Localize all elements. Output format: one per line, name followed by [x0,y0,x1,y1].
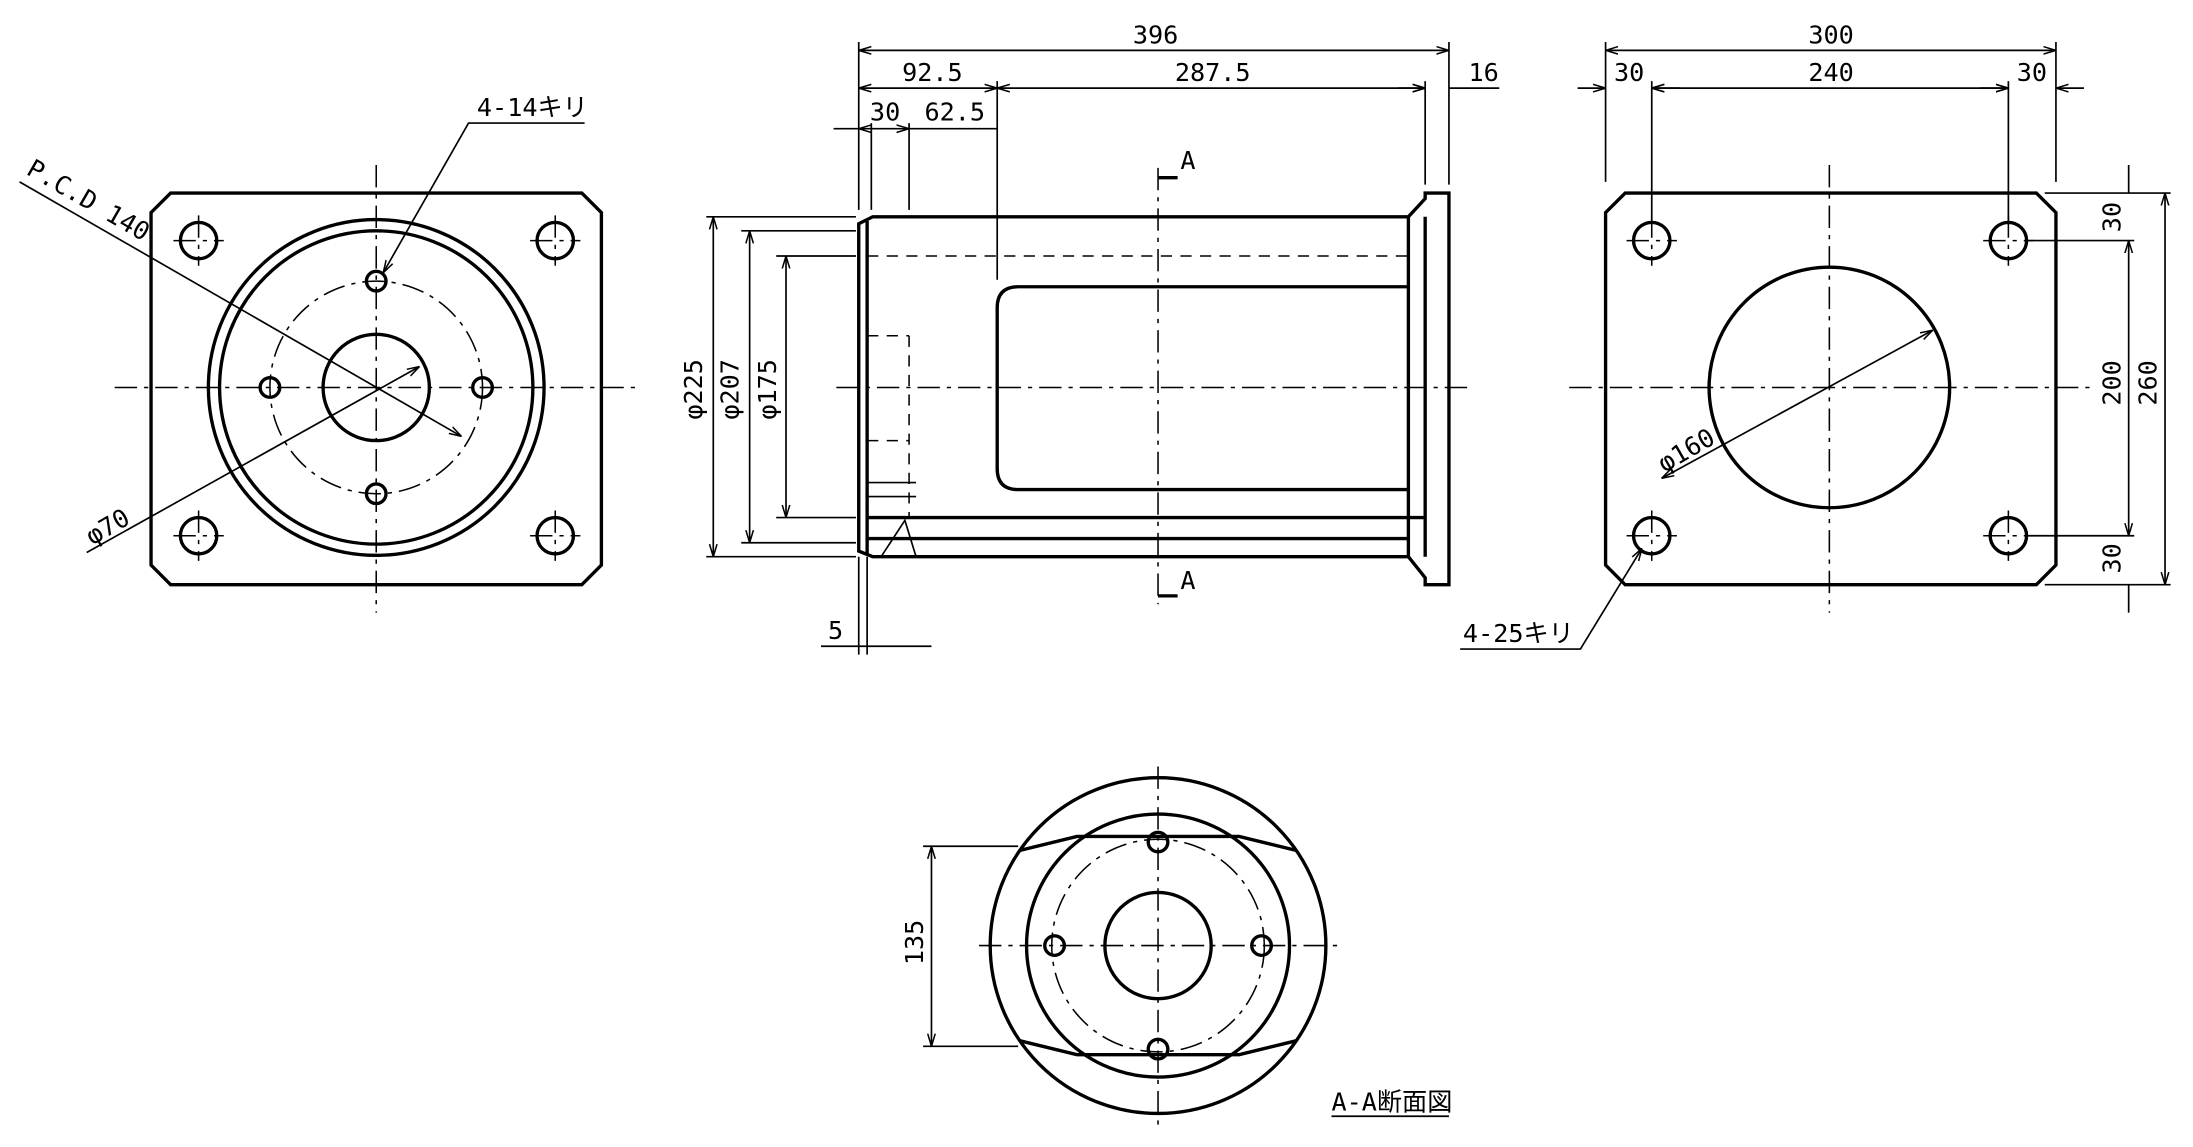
side-view: A A 396 92.5 287.5 16 30 62.5 5 φ225 φ20… [679,20,1500,655]
dim-rear-edge-left: 30 [1614,58,1644,87]
dim-diameter-outer: φ225 [679,359,708,420]
rear-view: 300 240 30 30 260 200 30 30 φ160 4-25キリ [1460,20,2171,650]
dim-rear-edge-top: 30 [2097,202,2126,232]
front-plate-outline [149,191,604,587]
dim-rear-width-total: 300 [1808,20,1853,49]
dim-wall-thickness: 30 [870,97,900,126]
rear-horizontal-dims [1577,41,2084,224]
section-mark-bottom: A [1180,566,1195,595]
dim-rear-edge-bottom: 30 [2097,543,2126,573]
dim-length-a: 92.5 [902,58,963,87]
rear-holes-note: 4-25キリ [1463,619,1574,648]
dim-diameter-mid: φ207 [715,359,744,420]
side-outline [857,191,1451,587]
front-corner-holes [173,215,581,561]
rear-holes-leader [1460,548,1642,650]
side-window [995,285,1409,492]
side-horizontal-dims [820,41,1500,655]
side-vertical-dims [706,215,856,558]
section-title: A-A断面図 [1331,1088,1452,1117]
front-holes-note: 4-14キリ [477,93,588,122]
dim-flange-thickness: 16 [1469,58,1499,87]
dim-rear-height-inner: 200 [2097,360,2126,405]
rear-vertical-dims [2027,165,2171,613]
dim-section: 135 [900,920,929,965]
dim-rear-width-inner: 240 [1808,58,1853,87]
section-centerlines [979,766,1338,1131]
dim-lip: 5 [828,616,843,645]
dim-window-offset: 62.5 [924,97,985,126]
section-view: 135 A-A断面図 [900,766,1452,1131]
section-marks [1158,175,1178,598]
rear-bore-label: φ160 [1653,423,1720,478]
pcd-label: P.C.D 140 [22,154,155,247]
dim-total-length: 396 [1133,20,1178,49]
dim-length-b: 287.5 [1175,58,1251,87]
front-bore-label: φ70 [81,503,135,551]
dim-diameter-inner: φ175 [753,359,782,420]
bore-leader-line [86,366,420,554]
rear-bore-leader [1662,330,1933,478]
front-view: P.C.D 140 φ70 4-14キリ [19,93,638,613]
section-dim [923,845,1019,1048]
pcd-leader-line [19,181,462,437]
side-chamfer [867,481,917,558]
rear-plate-outline [1603,191,2058,587]
side-hidden-lines [867,255,1409,518]
section-mark-top: A [1180,146,1195,175]
dim-rear-height-total: 260 [2134,360,2163,405]
rear-centerlines [1569,165,2093,613]
dim-rear-edge-right: 30 [2017,58,2047,87]
holes-leader-line [383,122,585,273]
